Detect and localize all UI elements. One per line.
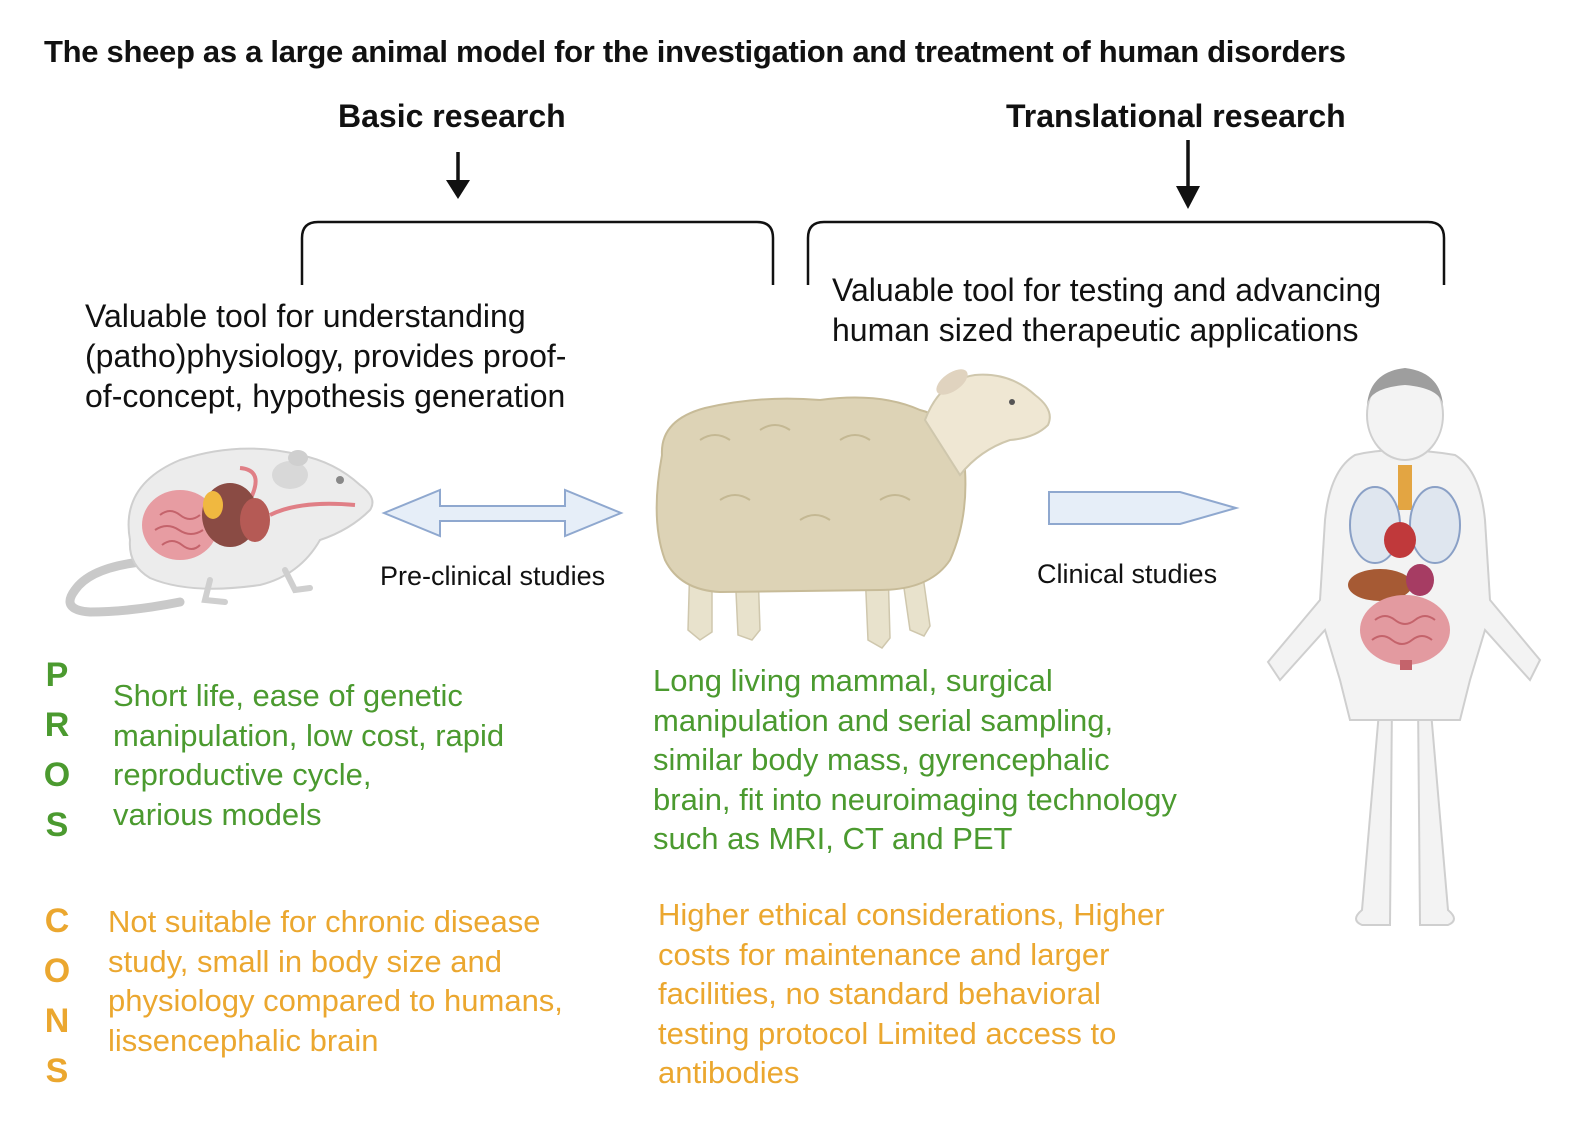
cons-letter: N <box>44 1002 70 1040</box>
description-line: Valuable tool for testing and advancing <box>832 272 1382 308</box>
clinical-label: Clinical studies <box>1037 559 1218 589</box>
cons-line: facilities, no standard behavioral <box>658 976 1101 1011</box>
pros-line: Long living mammal, surgical <box>653 663 1053 698</box>
pros-line: brain, fit into neuroimaging technology <box>653 781 1177 817</box>
down-arrow-icon <box>446 152 470 199</box>
figure-title: The sheep as a large animal model for th… <box>44 34 1346 69</box>
translational-research-heading: Translational research <box>1006 98 1346 134</box>
right-arrow-icon <box>1048 491 1240 525</box>
down-arrow-icon <box>1176 140 1200 209</box>
cons-letter: O <box>43 952 71 990</box>
cons-line: costs for maintenance and larger <box>658 936 1110 972</box>
pros-line: such as MRI, CT and PET <box>653 821 1013 856</box>
pros-line: manipulation, low cost, rapid <box>113 717 505 753</box>
pros-line: various models <box>113 796 322 832</box>
cons-letter: S <box>45 1052 69 1090</box>
sheep-pros: Long living mammal, surgical manipulatio… <box>653 661 1177 859</box>
cons-vertical-label: C O N S <box>37 896 77 1096</box>
description-line: of-concept, hypothesis generation <box>85 378 566 414</box>
pros-line: Short life, ease of genetic <box>113 678 463 713</box>
preclinical-label: Pre-clinical studies <box>380 561 606 591</box>
rodent-pros: Short life, ease of genetic manipulation… <box>113 676 504 834</box>
human-anatomy-icon <box>1266 368 1542 926</box>
translational-research-description: Valuable tool for testing and advancing … <box>832 270 1381 350</box>
pros-letter: P <box>45 656 69 694</box>
description-line: (patho)physiology, provides proof- <box>85 338 567 374</box>
sheep-icon <box>655 369 1051 649</box>
cons-letter: C <box>44 902 70 940</box>
pros-letter: O <box>43 756 71 794</box>
cons-line: testing protocol Limited access to <box>658 1015 1117 1051</box>
description-line: human sized therapeutic applications <box>832 312 1359 348</box>
mouse-anatomy-icon <box>65 447 374 617</box>
pros-letter: S <box>45 806 69 844</box>
rodent-cons: Not suitable for chronic disease study, … <box>108 902 563 1060</box>
pros-letter: R <box>44 706 70 744</box>
sheep-cons: Higher ethical considerations, Higher co… <box>658 895 1165 1093</box>
double-arrow-icon <box>381 488 624 538</box>
description-line: Valuable tool for understanding <box>85 298 526 334</box>
cons-line: lissencephalic brain <box>108 1022 379 1058</box>
basic-research-heading: Basic research <box>338 98 566 134</box>
pros-line: reproductive cycle, <box>113 757 372 792</box>
cons-line: study, small in body size and <box>108 943 503 979</box>
cons-line: Higher ethical considerations, Higher <box>658 897 1165 932</box>
bracket-icon <box>300 220 775 285</box>
pros-line: manipulation and serial sampling, <box>653 702 1114 738</box>
basic-research-description: Valuable tool for understanding (patho)p… <box>85 296 566 416</box>
cons-line: Not suitable for chronic disease <box>108 904 541 939</box>
bracket-icon <box>806 220 1446 285</box>
cons-line: antibodies <box>658 1055 800 1090</box>
cons-line: physiology compared to humans, <box>108 983 563 1018</box>
pros-line: similar body mass, gyrencephalic <box>653 742 1110 777</box>
pros-vertical-label: P R O S <box>37 650 77 850</box>
